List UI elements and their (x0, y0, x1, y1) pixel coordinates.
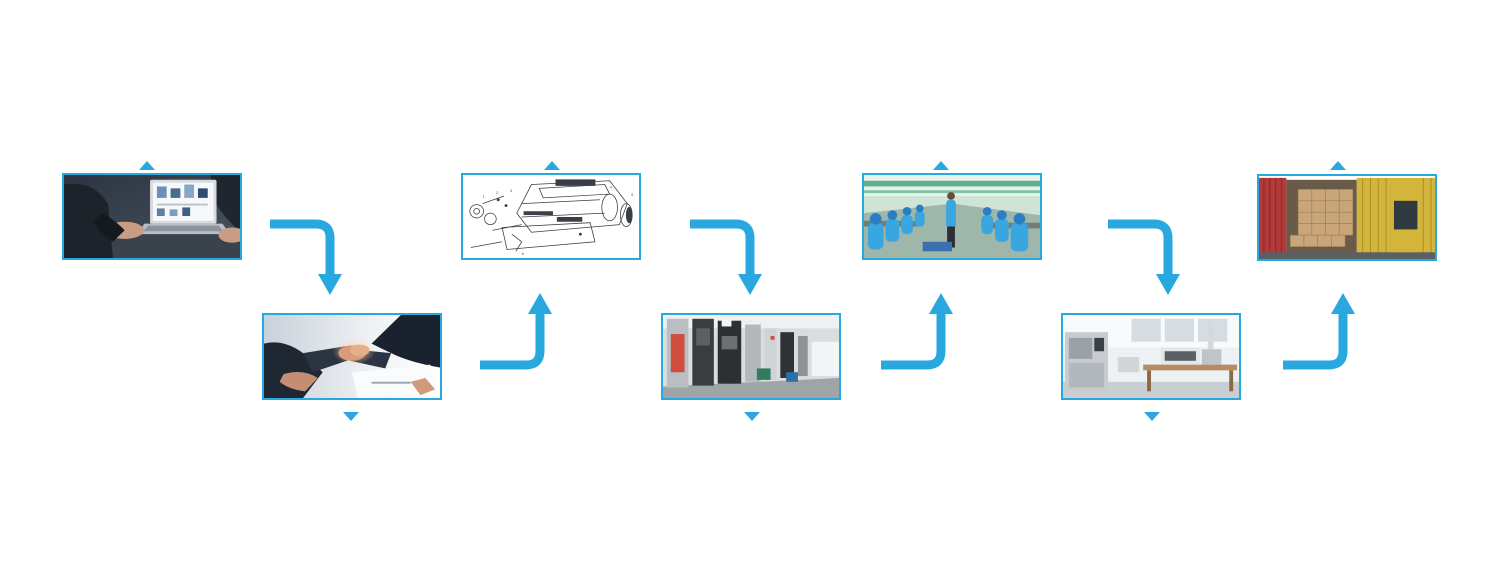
exploded-drawing-photo: 1 2 3 4 5 6 (463, 175, 639, 258)
svg-text:1: 1 (483, 195, 485, 199)
step-shipping-caret-up-icon (1330, 160, 1346, 170)
svg-text:3: 3 (510, 189, 512, 193)
handshake-contract-photo (264, 315, 440, 398)
svg-text:2: 2 (496, 191, 498, 195)
test-chamber-lab-photo (1063, 315, 1239, 398)
arrow-up-3-icon (1281, 292, 1361, 372)
arrow-down-1-icon (268, 216, 348, 296)
step-testing-image (1061, 313, 1241, 400)
step-consultation-image (62, 173, 242, 260)
svg-text:5: 5 (631, 193, 633, 197)
arrow-down-2-icon (688, 216, 768, 296)
arrow-up-2-icon (879, 292, 959, 372)
shipping-container-photo (1259, 176, 1435, 259)
arrow-down-3-icon (1106, 216, 1186, 296)
step-assembly-image (862, 173, 1042, 260)
step-tooling-image (661, 313, 841, 400)
laptop-meeting-photo (64, 175, 240, 258)
step-shipping-image (1257, 174, 1437, 261)
step-tooling-caret-down-icon (744, 412, 760, 422)
step-agreement-caret-down-icon (343, 412, 359, 422)
step-consultation-caret-up-icon (139, 160, 155, 170)
step-assembly-caret-up-icon (933, 160, 949, 170)
step-design-caret-up-icon (544, 160, 560, 170)
injection-molding-machines-photo (663, 315, 839, 398)
svg-text:4: 4 (610, 185, 613, 189)
svg-text:6: 6 (522, 252, 524, 256)
arrow-up-1-icon (478, 292, 558, 372)
step-agreement-image (262, 313, 442, 400)
assembly-line-workers-photo (864, 175, 1040, 258)
step-testing-caret-down-icon (1144, 412, 1160, 422)
step-design-image: 1 2 3 4 5 6 (461, 173, 641, 260)
